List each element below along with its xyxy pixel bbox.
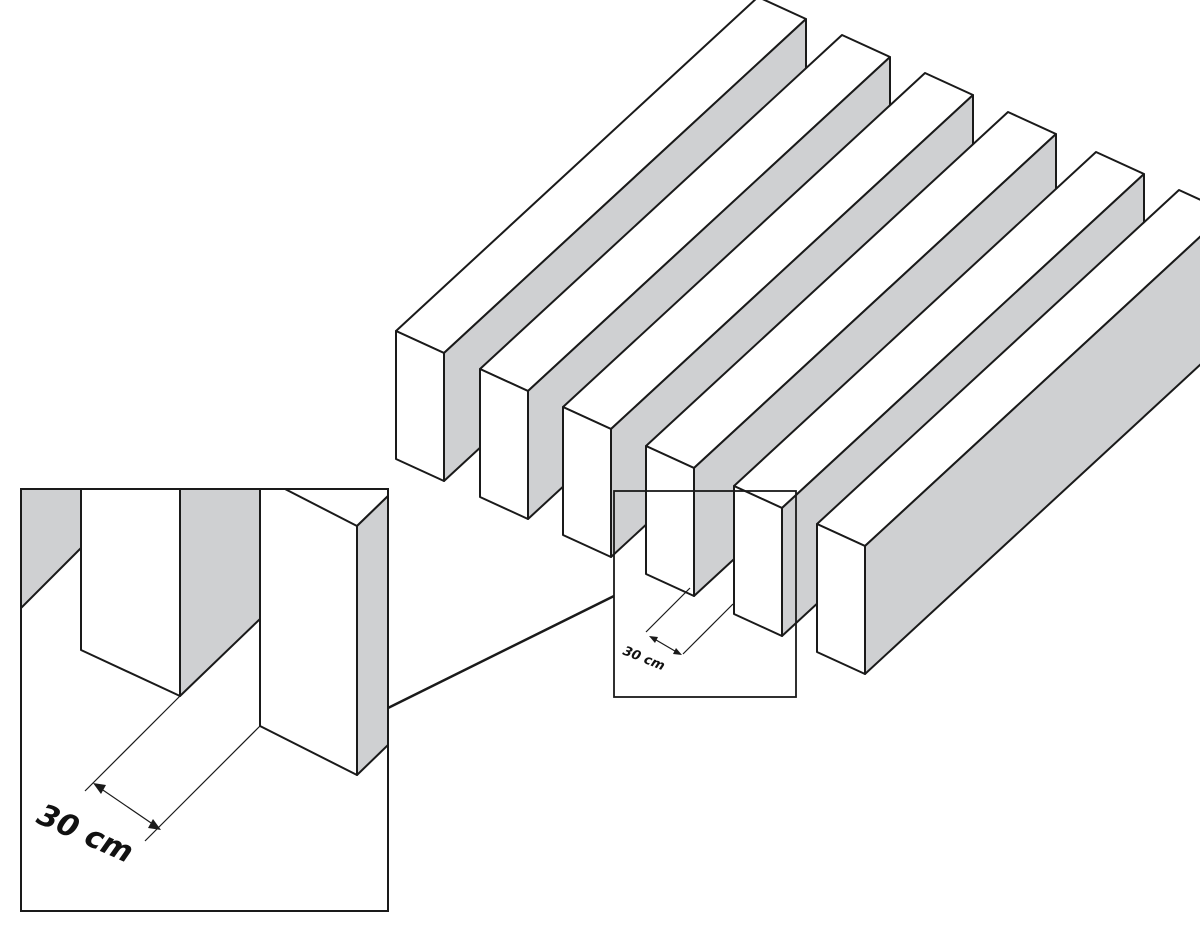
board-6 — [816, 189, 1200, 675]
board-group — [395, 0, 1200, 675]
zoom-arrowhead-left — [93, 783, 106, 794]
small-arrowhead-left — [649, 636, 658, 643]
board-5-front-face — [733, 485, 783, 637]
zoom-gap-line-right — [144, 725, 261, 842]
board-2-front-face — [479, 368, 529, 520]
small-inset-frame — [613, 490, 797, 698]
zoom-connector-line — [387, 594, 615, 710]
small-gap-line-right — [682, 603, 734, 655]
zoom-board-b-front — [259, 489, 358, 776]
zoom-board-b-top — [284, 489, 388, 527]
zoom-detail: 30 cm — [20, 488, 389, 912]
zoom-board-b-side — [356, 495, 388, 776]
zoom-frame — [20, 488, 389, 912]
small-arrowhead-right — [673, 648, 682, 655]
board-4-front-face — [645, 445, 695, 597]
zoom-gap-line-left — [84, 695, 181, 792]
board-1-front-face — [395, 330, 445, 482]
board-6-front-face — [816, 523, 866, 675]
board-3-front-face — [562, 406, 612, 558]
small-dimension-label: 30 cm — [621, 644, 667, 674]
small-gap-line-left — [645, 587, 691, 633]
zoom-arrowhead-right — [148, 819, 161, 830]
zoom-dimension-arrow — [96, 785, 158, 828]
